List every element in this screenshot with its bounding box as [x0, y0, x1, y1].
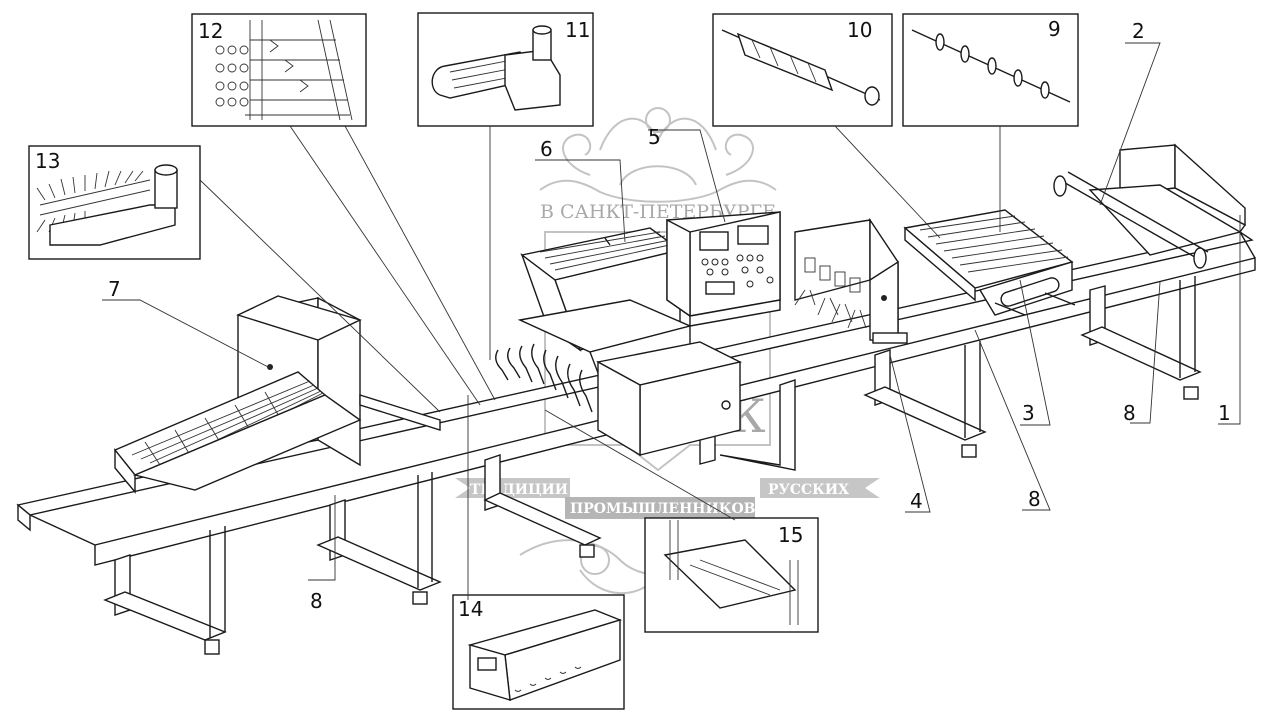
label-12: 12	[198, 19, 223, 43]
label-1: 1	[1218, 401, 1231, 425]
unit-5-control-panel	[666, 211, 781, 327]
label-7: 7	[108, 277, 121, 301]
label-14: 14	[458, 597, 483, 621]
label-8b: 8	[1028, 487, 1041, 511]
label-6: 6	[540, 137, 553, 161]
inset-13-brush-roller	[28, 145, 201, 260]
label-10: 10	[847, 18, 872, 42]
inset-11-extruder-head	[417, 12, 594, 127]
unit-3-roller-grid	[903, 209, 1076, 316]
depositor-body	[495, 299, 743, 457]
unit-1-2-feeder	[1053, 143, 1247, 269]
main-line	[16, 143, 1256, 655]
conveyor-legs	[103, 276, 1202, 655]
label-8a: 8	[1123, 401, 1136, 425]
watermark-band-right: РУССКИХ	[768, 482, 849, 498]
label-8c: 8	[310, 589, 323, 613]
label-9: 9	[1048, 17, 1061, 41]
inset-14-bunker	[452, 594, 625, 710]
label-11: 11	[565, 18, 590, 42]
inset-15-cutter-frame	[644, 517, 819, 633]
watermark-band-center: ПРОМЫШЛЕННИКОВ	[570, 501, 756, 517]
watermark-ornament-top	[539, 107, 777, 203]
label-5: 5	[648, 125, 661, 149]
unit-7-oven-hood	[113, 295, 441, 494]
label-13: 13	[35, 149, 60, 173]
label-15: 15	[778, 523, 803, 547]
label-2: 2	[1132, 19, 1145, 43]
depositor-nozzles	[495, 343, 593, 413]
label-4: 4	[910, 489, 923, 513]
inset-9-disc-shaft	[902, 13, 1079, 127]
inset-12-roller-cutter	[191, 13, 367, 127]
leader-lines	[102, 42, 1241, 600]
unit-4-sprayer	[794, 217, 908, 344]
inset-10-spiral-roller	[712, 13, 893, 127]
label-3: 3	[1022, 401, 1035, 425]
roller	[1053, 171, 1209, 269]
callout-labels: 1 2 3 4 5 6 7 8 8 8 9 10 11 12 13 14 15	[35, 17, 1231, 621]
